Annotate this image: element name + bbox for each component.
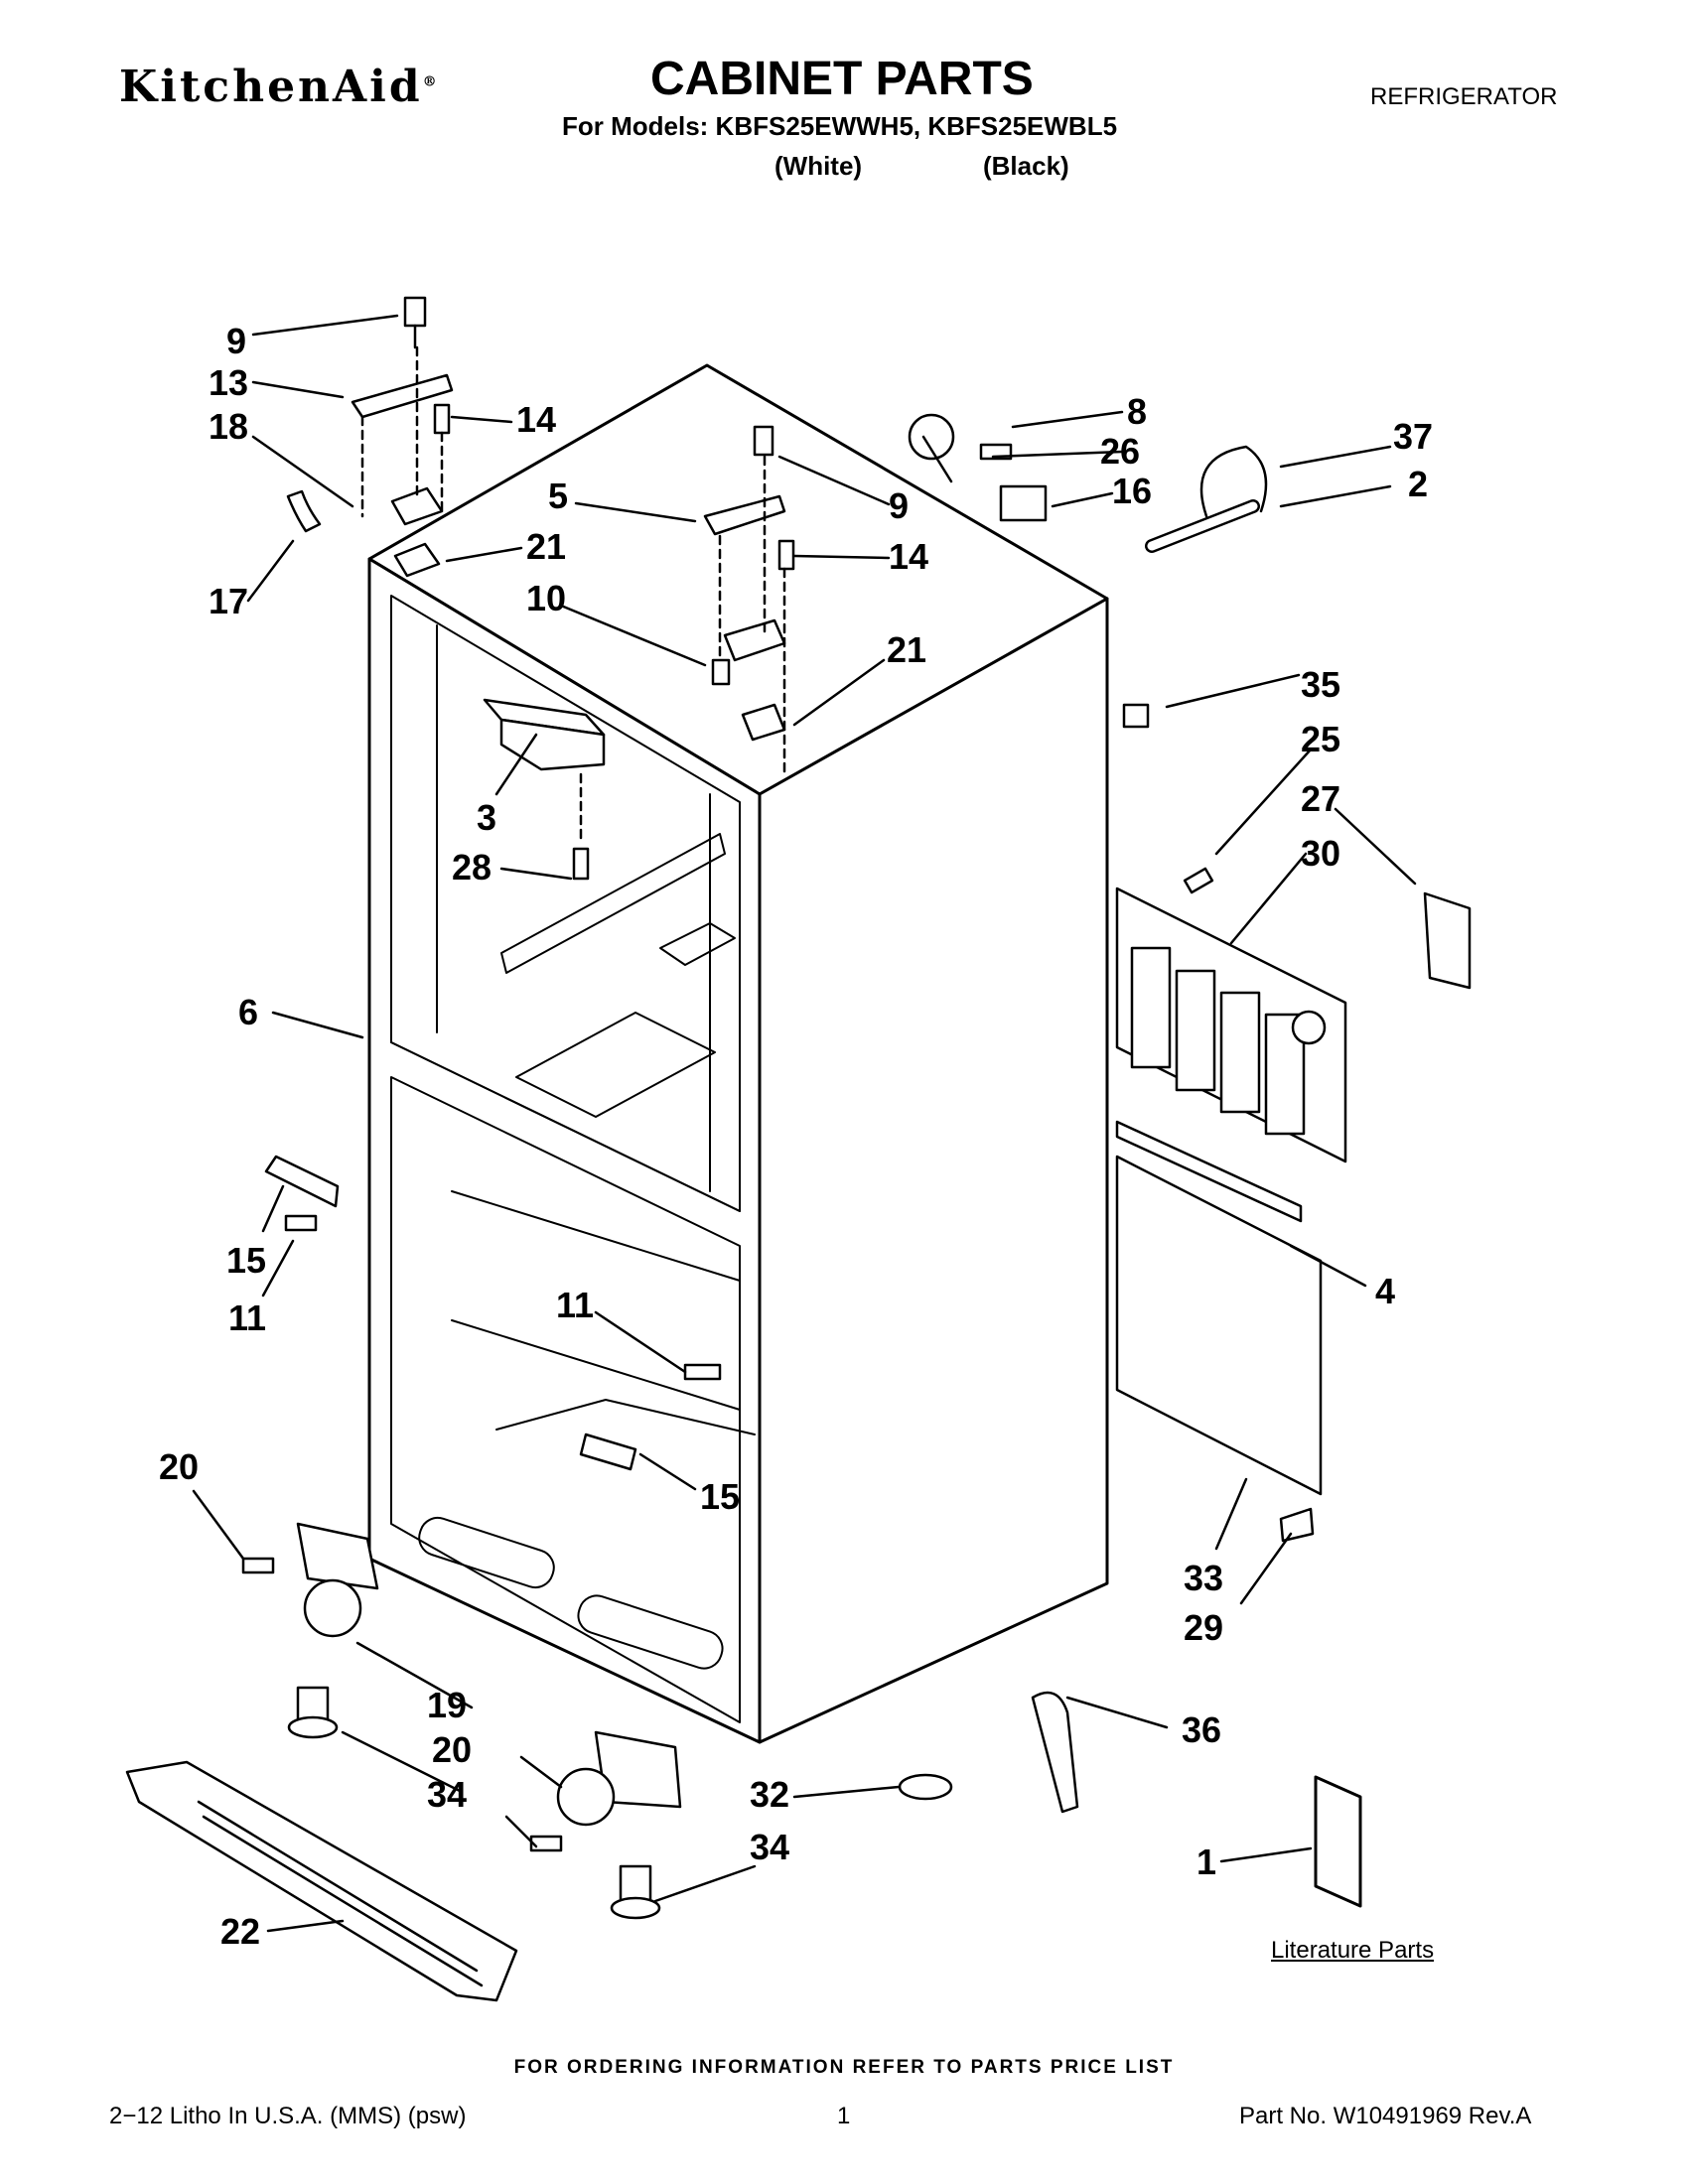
callout-37: 37 (1393, 416, 1434, 457)
callout-arrows (192, 314, 1417, 1933)
callout-17: 17 (209, 581, 249, 621)
callout-3: 3 (477, 797, 497, 838)
callout-22: 22 (220, 1911, 261, 1952)
cabinet-body (367, 363, 1109, 1744)
callout-10: 10 (526, 578, 567, 618)
model-numbers: For Models: KBFS25EWWH5, KBFS25EWBL5 (562, 111, 1118, 141)
callout-2: 2 (1408, 464, 1429, 504)
callout-5: 5 (548, 476, 569, 516)
callout-20: 20 (159, 1446, 200, 1487)
callout-9: 9 (226, 321, 247, 361)
appliance-type: REFRIGERATOR (1370, 83, 1558, 110)
upper-left-hinge (286, 296, 454, 578)
upper-right-hinge (703, 425, 795, 776)
callout-21: 21 (526, 526, 567, 567)
callout-4: 4 (1375, 1271, 1396, 1311)
callout-27: 27 (1301, 778, 1341, 819)
callout-35: 35 (1301, 664, 1341, 705)
ordering-note: FOR ORDERING INFORMATION REFER TO PARTS … (513, 2057, 1175, 2078)
literature-parts-label: Literature Parts (1271, 1937, 1435, 1964)
callout-34: 34 (750, 1827, 790, 1867)
rear-grille (1115, 703, 1472, 1543)
callout-8: 8 (1127, 391, 1148, 432)
callout-1: 1 (1196, 1842, 1217, 1882)
callout-13: 13 (209, 362, 249, 403)
callout-11: 11 (228, 1297, 267, 1338)
brand-logo: KitchenAid® (119, 62, 440, 112)
callout-25: 25 (1301, 719, 1341, 759)
callout-16: 16 (1112, 471, 1153, 511)
callout-32: 32 (750, 1774, 790, 1815)
callout-29: 29 (1184, 1607, 1224, 1648)
control-housing (483, 698, 606, 881)
callout-36: 36 (1182, 1709, 1222, 1750)
print-info: 2−12 Litho In U.S.A. (MMS) (psw) (109, 2103, 467, 2129)
page-title: CABINET PARTS (650, 53, 1034, 105)
callout-15: 15 (226, 1240, 267, 1281)
brackets-and-rollers (241, 1155, 953, 1920)
callout-20: 20 (432, 1729, 473, 1770)
callout-33: 33 (1184, 1558, 1224, 1598)
callout-9: 9 (889, 485, 910, 526)
variant-white: (White) (774, 151, 863, 181)
callout-28: 28 (452, 847, 492, 887)
variant-black: (Black) (983, 151, 1069, 181)
callout-21: 21 (887, 629, 927, 670)
top-right-parts (908, 413, 1268, 553)
callout-15: 15 (700, 1476, 741, 1517)
callout-11: 11 (556, 1285, 595, 1325)
callout-6: 6 (238, 992, 259, 1032)
callout-18: 18 (209, 406, 249, 447)
base-grille (125, 1691, 1362, 2002)
callout-14: 14 (516, 399, 557, 440)
page-number: 1 (837, 2103, 851, 2129)
callout-14: 14 (889, 536, 929, 577)
callout-34: 34 (427, 1774, 468, 1815)
callout-19: 19 (427, 1685, 468, 1725)
callout-26: 26 (1100, 431, 1141, 472)
callout-30: 30 (1301, 833, 1341, 874)
part-number: Part No. W10491969 Rev.A (1239, 2103, 1532, 2129)
